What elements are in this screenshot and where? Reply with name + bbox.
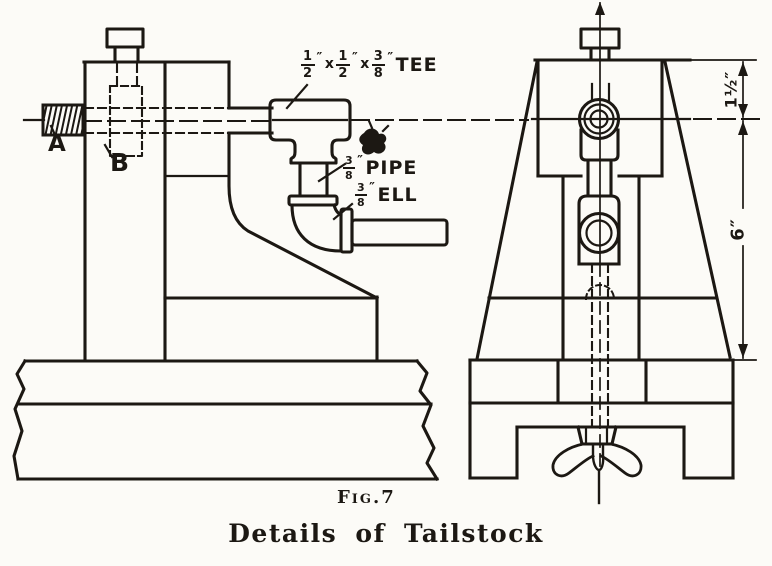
hidden-bolt-lines (590, 262, 610, 428)
left-slant-edge (475, 60, 539, 361)
figure-number: Fig.7 (337, 487, 396, 508)
spindle-neck (586, 158, 613, 198)
left-foot (468, 425, 519, 480)
upper-dim-arrow-down (738, 104, 748, 117)
lower-dim-arrow-down (738, 344, 748, 358)
center-line-arrow (595, 2, 605, 15)
clamp-screw-head-front (579, 27, 621, 50)
wing-nut-body (576, 425, 618, 446)
right-slant-edge (663, 60, 732, 359)
figure-caption: Details of Tailstock (228, 519, 544, 548)
bed-right-break-edge (414, 358, 440, 482)
upper-boss-outer-circle (577, 97, 621, 141)
hidden-screw-lines (115, 62, 139, 88)
wing-nut-facets (584, 426, 609, 445)
label-a-tick (49, 124, 57, 137)
ell-outlet-socket (339, 207, 354, 254)
pipe-nipple (298, 161, 329, 198)
tee-fitting (268, 98, 352, 165)
dimension-lower: 6″ (727, 218, 749, 241)
tee-leader-line (285, 83, 309, 110)
base-inner-verticals (556, 358, 648, 405)
dimension-upper: 1½″ (721, 70, 741, 109)
ell-outer-curve (290, 203, 343, 253)
wing-nut-left-wing (551, 442, 595, 478)
column-front-edges (561, 174, 641, 362)
pipe-leader-line (317, 162, 347, 183)
ell-inlet-socket (287, 194, 339, 207)
base-outer-edges (468, 358, 735, 480)
side-view (12, 27, 449, 482)
lower-boss-outer-circle (577, 211, 621, 255)
dimension-lines (738, 61, 748, 359)
head-block-sides (536, 60, 664, 178)
ink-smudge-spikes (367, 119, 390, 133)
bed-left-break-edge (12, 358, 28, 481)
upper-boss-housing (579, 128, 620, 162)
hidden-nut-b-outline (108, 84, 144, 158)
clamp-screw-head (105, 27, 145, 49)
upper-boss-inner-circle (589, 109, 609, 129)
screw-stub-lines (590, 82, 611, 102)
upper-boss-middle-circle (583, 103, 615, 135)
lower-boss-housing (577, 194, 621, 266)
upper-dim-arrow-up (738, 62, 748, 76)
right-foot (682, 425, 735, 480)
lower-dim-arrow-up (738, 121, 748, 135)
part-label-a: A (48, 131, 67, 157)
outlet-pipe (350, 218, 449, 247)
lower-boss-inner-circle (585, 219, 613, 247)
label-b-tick (103, 143, 114, 159)
ell-leader-line (332, 202, 354, 221)
front-view (351, 2, 767, 505)
clamp-screw-neck (113, 45, 140, 63)
clamp-screw-neck-front (589, 46, 611, 62)
threaded-rod (41, 103, 85, 137)
hidden-boss-arc (584, 284, 616, 301)
ink-smudge (359, 128, 387, 155)
casting-curved-profile (227, 131, 380, 301)
wing-nut-right-wing (599, 442, 643, 478)
part-label-b: B (110, 148, 130, 177)
